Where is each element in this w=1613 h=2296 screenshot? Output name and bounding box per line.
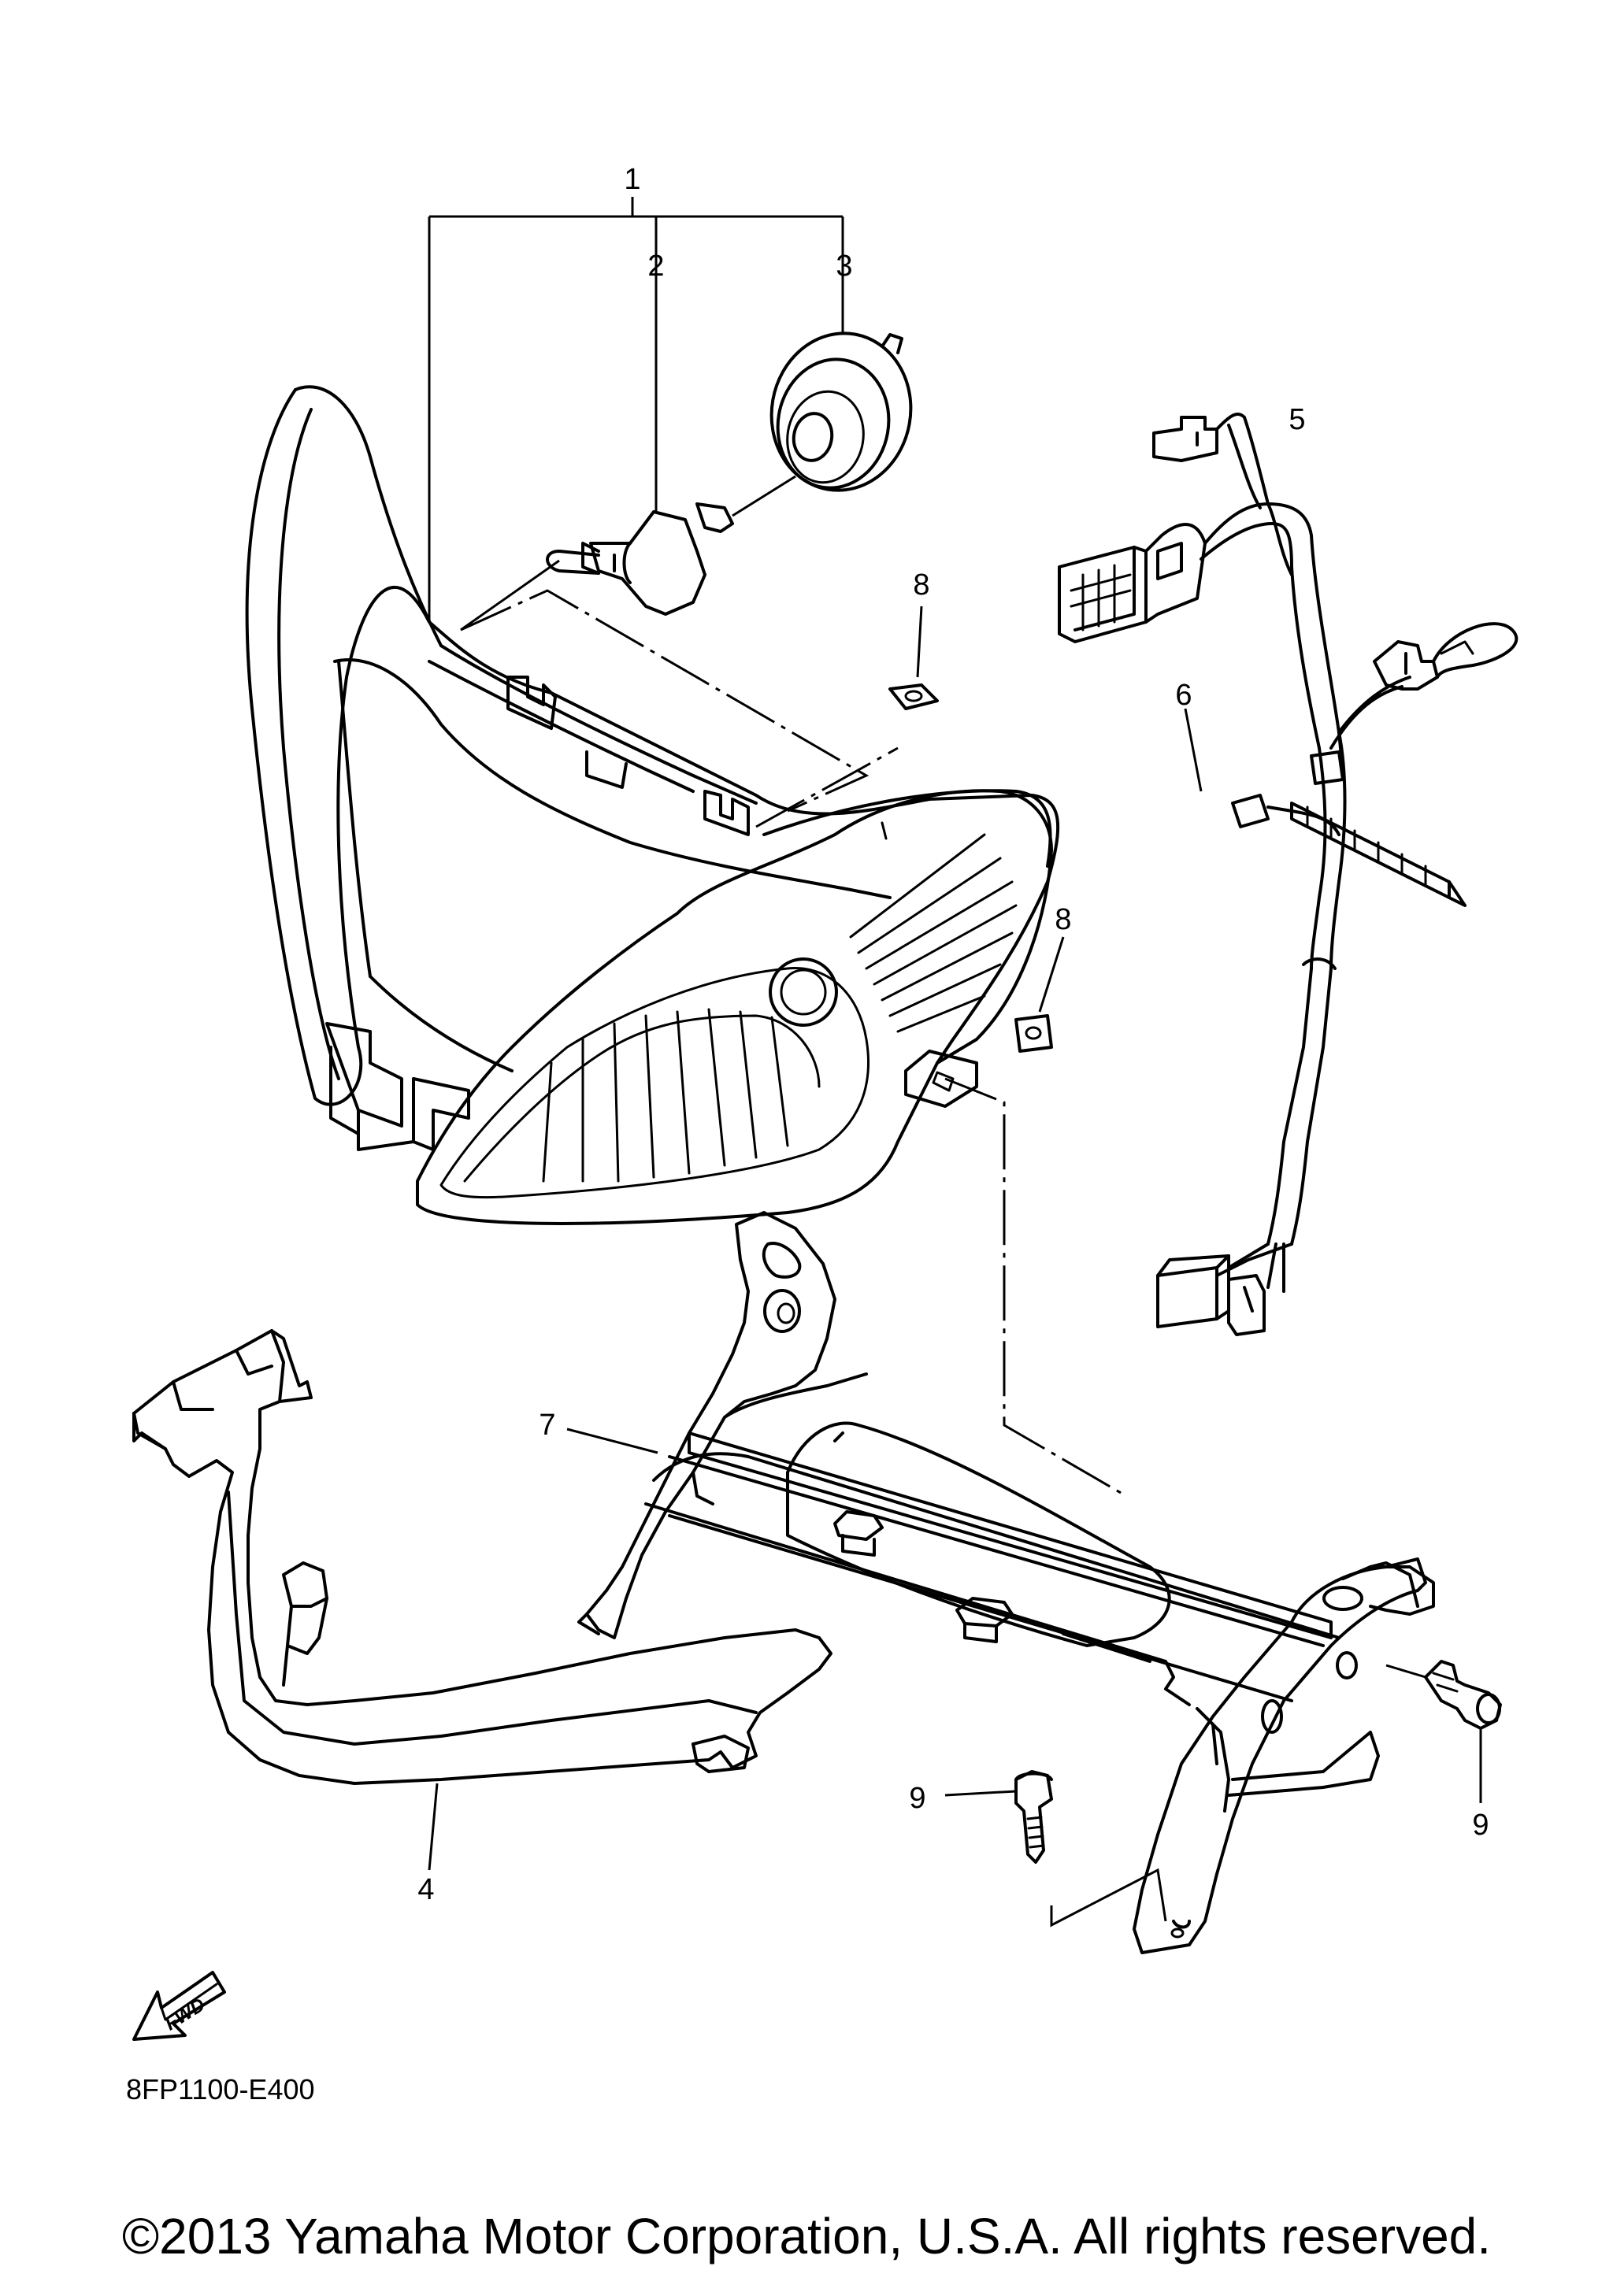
- diagram-code: 8FP1100-E400: [126, 2073, 315, 2105]
- bolt-right: [1385, 1660, 1502, 1803]
- copyright-notice: ©2013 Yamaha Motor Corporation, U.S.A. A…: [122, 2208, 1491, 2265]
- callout-4: 4: [417, 1873, 434, 1906]
- headlight-stay: [566, 1211, 1435, 1954]
- callout-9-right: 9: [1472, 1809, 1489, 1842]
- cable-tie: [1184, 708, 1203, 792]
- alignment-lines: [460, 589, 1127, 1498]
- forward-arrow-icon: FWD: [132, 1971, 226, 2041]
- callout-labels: 1 2 3 4 5 6 7 8 8 9 9: [417, 163, 1489, 1906]
- cowling-stay: [132, 1329, 832, 1871]
- clip-nut-upper: [888, 605, 939, 710]
- callout-9-left: 9: [909, 1782, 925, 1815]
- callout-8-lower: 8: [1055, 903, 1071, 936]
- callout-8-upper: 8: [913, 568, 929, 602]
- bulb: [460, 472, 796, 631]
- callout-1: 1: [624, 163, 640, 196]
- headlight-housing: [245, 385, 1060, 1225]
- wire-harness: [1058, 413, 1518, 1336]
- callout-7: 7: [539, 1409, 555, 1442]
- callout-6: 6: [1175, 679, 1192, 712]
- bulb-cover: [769, 331, 913, 492]
- bracket-part-1-group: [428, 197, 844, 622]
- callout-3: 3: [836, 250, 852, 283]
- bolt-left: [944, 1770, 1167, 1928]
- callout-2: 2: [647, 250, 664, 283]
- clip-nut-lower: [1014, 936, 1065, 1053]
- callout-5: 5: [1289, 403, 1305, 436]
- fwd-label: FWD: [161, 1994, 210, 2035]
